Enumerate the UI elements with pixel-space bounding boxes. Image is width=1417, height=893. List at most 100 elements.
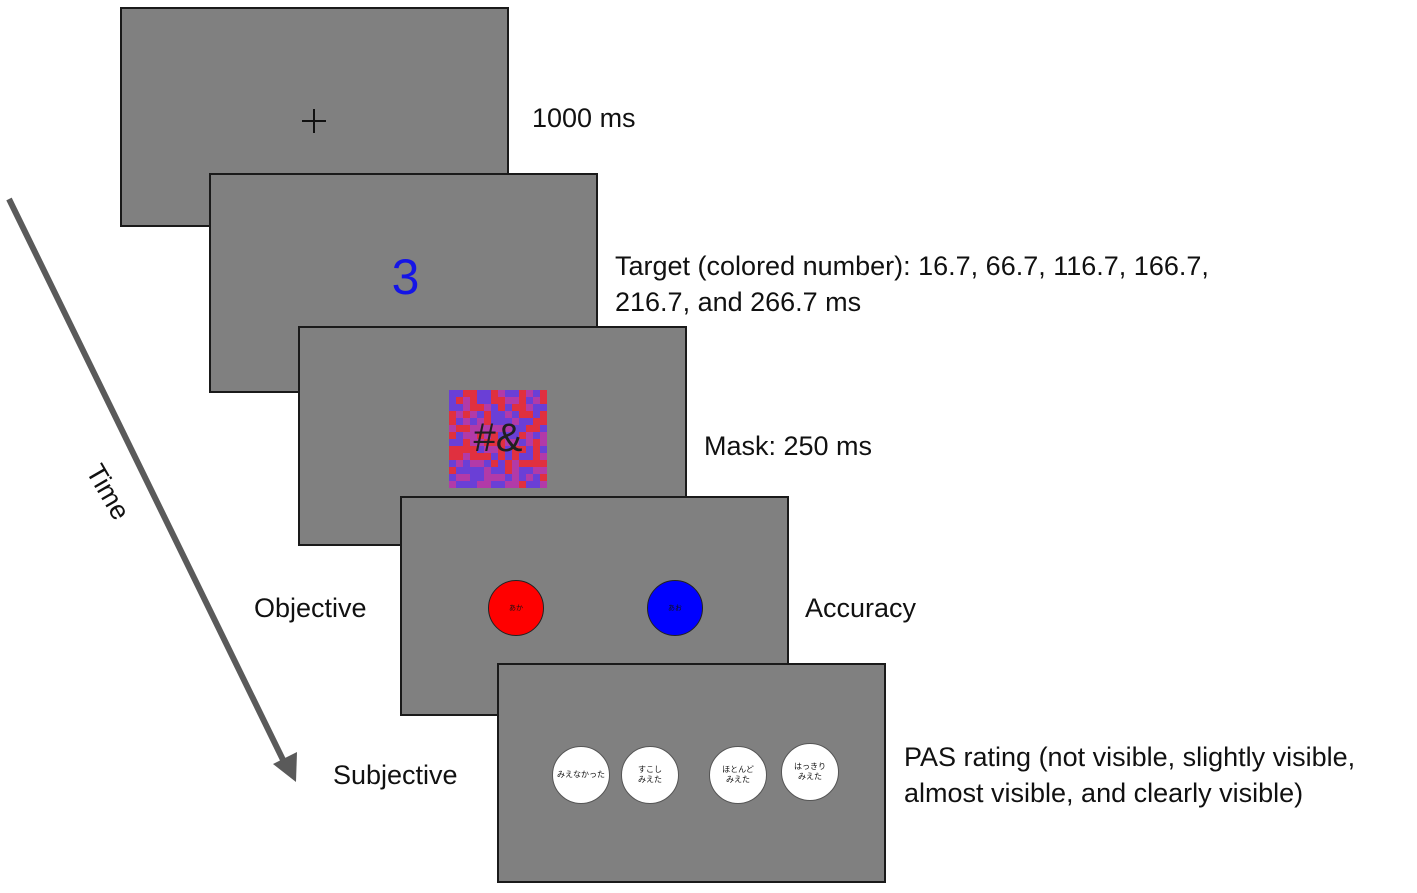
mask-noise-cell [540, 460, 547, 467]
mask-noise-cell [463, 474, 470, 481]
mask-noise-cell [484, 418, 491, 425]
target-digit: 3 [391, 249, 420, 305]
pas-almost-visible-button[interactable]: ほとんど みえた [709, 746, 767, 804]
mask-noise-cell [449, 439, 456, 446]
mask-noise-cell [512, 418, 519, 425]
mask-noise-cell [456, 474, 463, 481]
mask-noise-cell [505, 460, 512, 467]
mask-noise-cell [519, 460, 526, 467]
mask-noise-cell [526, 432, 533, 439]
mask-noise-cell [449, 453, 456, 460]
mask-noise-cell [456, 411, 463, 418]
mask-noise-cell [540, 439, 547, 446]
mask-noise-cell [519, 404, 526, 411]
objective-label: Objective [254, 593, 367, 623]
mask-noise-cell [519, 439, 526, 446]
mask-noise-cell [463, 453, 470, 460]
mask-noise-cell [449, 460, 456, 467]
pas-slightly-visible-label: すこし みえた [638, 765, 662, 784]
mask-noise-cell [512, 481, 519, 488]
time-arrow-shaft [6, 197, 289, 768]
mask-noise-cell [519, 425, 526, 432]
mask-noise-cell [519, 411, 526, 418]
mask-noise-cell [498, 467, 505, 474]
mask-noise-cell [498, 460, 505, 467]
mask-noise-cell [498, 474, 505, 481]
pas-almost-visible-label: ほとんど みえた [722, 765, 754, 784]
mask-noise-cell [484, 425, 491, 432]
mask-noise-cell [477, 425, 484, 432]
mask-noise-cell [456, 439, 463, 446]
mask-noise-cell [519, 432, 526, 439]
mask-noise-cell [470, 481, 477, 488]
mask-noise-cell [449, 446, 456, 453]
mask-noise-cell [512, 460, 519, 467]
mask-noise-cell [540, 397, 547, 404]
mask-noise-cell [519, 446, 526, 453]
mask-noise-cell [533, 418, 540, 425]
mask-noise-cell [491, 432, 498, 439]
mask-noise-cell [533, 390, 540, 397]
pas-clearly-visible-button[interactable]: はっきり みえた [781, 743, 839, 801]
mask-noise-cell [463, 460, 470, 467]
mask-noise-cell [512, 425, 519, 432]
mask-noise-cell [484, 411, 491, 418]
mask-noise-cell [533, 474, 540, 481]
mask-noise-cell [533, 453, 540, 460]
mask-noise-cell [463, 418, 470, 425]
mask-noise-cell [491, 474, 498, 481]
mask-noise-cell [533, 446, 540, 453]
mask-noise-cell [540, 432, 547, 439]
pas-not-visible-label: みえなかった [557, 770, 605, 779]
mask-noise-cell [540, 481, 547, 488]
mask-noise-cell [477, 467, 484, 474]
mask-noise-cell [505, 453, 512, 460]
mask-noise-cell [449, 481, 456, 488]
mask-noise-cell [540, 390, 547, 397]
mask-noise-cell [449, 425, 456, 432]
mask-noise-cell [512, 397, 519, 404]
mask-noise-cell [505, 467, 512, 474]
mask-noise-cell [533, 404, 540, 411]
mask-noise-cell [477, 397, 484, 404]
mask-noise-cell [484, 446, 491, 453]
mask-noise-cell [519, 467, 526, 474]
mask-noise-cell [505, 411, 512, 418]
mask-noise-cell [470, 460, 477, 467]
mask-noise-cell [491, 481, 498, 488]
mask-noise-cell [491, 439, 498, 446]
mask-noise-cell [491, 397, 498, 404]
mask-noise-cell [491, 411, 498, 418]
mask-noise-cell [463, 439, 470, 446]
mask-noise-cell [498, 439, 505, 446]
mask-noise-cell [456, 397, 463, 404]
mask-noise-cell [463, 411, 470, 418]
mask-noise-cell [498, 481, 505, 488]
mask-noise-cell [477, 460, 484, 467]
mask-noise-cell [449, 411, 456, 418]
mask-noise-cell [512, 411, 519, 418]
pas-not-visible-button[interactable]: みえなかった [552, 746, 610, 804]
mask-noise-cell [505, 418, 512, 425]
mask-noise-cell [484, 439, 491, 446]
mask-noise-cell [526, 411, 533, 418]
mask-noise-cell [540, 446, 547, 453]
mask-noise-cell [470, 397, 477, 404]
red-response-button[interactable]: あか [488, 580, 544, 636]
mask-noise-cell [533, 432, 540, 439]
mask-noise-cell [470, 418, 477, 425]
mask-noise-cell [470, 446, 477, 453]
mask-noise-cell [526, 404, 533, 411]
mask-noise-cell [498, 418, 505, 425]
mask-noise-cell [540, 453, 547, 460]
mask-noise-cell [533, 460, 540, 467]
subjective-label: Subjective [333, 760, 458, 790]
mask-noise-cell [470, 474, 477, 481]
pas-slightly-visible-button[interactable]: すこし みえた [621, 746, 679, 804]
mask-noise-cell [470, 390, 477, 397]
mask-noise-cell [491, 467, 498, 474]
blue-response-button[interactable]: あお [647, 580, 703, 636]
mask-noise-cell [463, 432, 470, 439]
red-button-label: あか [509, 605, 523, 612]
